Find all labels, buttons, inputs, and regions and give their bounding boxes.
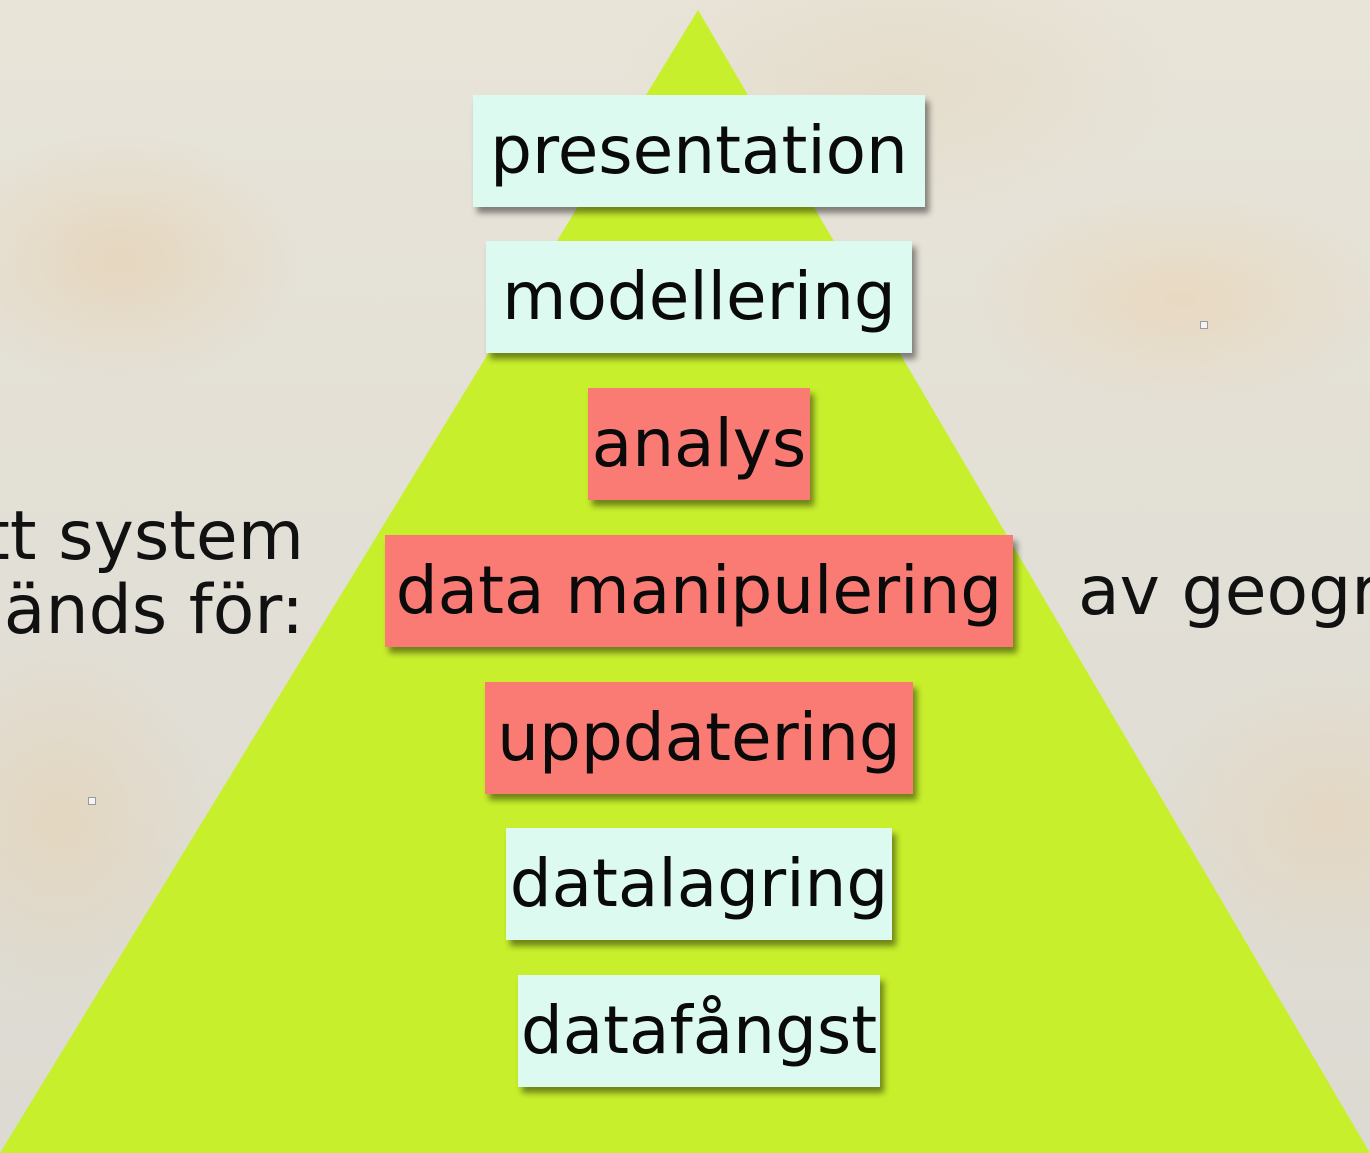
- selection-handle[interactable]: [1200, 321, 1208, 329]
- left-side-text: tt system änds för:: [0, 500, 304, 648]
- left-text-line-2: änds för:: [3, 571, 304, 650]
- level-presentation: presentation: [473, 95, 925, 207]
- right-side-text: av geogra: [1078, 555, 1370, 629]
- level-datafangst: datafångst: [518, 975, 880, 1087]
- level-analys: analys: [588, 388, 810, 500]
- level-uppdatering: uppdatering: [485, 682, 913, 794]
- level-datalagring: datalagring: [506, 828, 892, 940]
- selection-handle[interactable]: [88, 797, 96, 805]
- level-data-manipulering: data manipulering: [385, 535, 1013, 647]
- level-modellering: modellering: [486, 241, 912, 353]
- right-text-line-1: av geogra: [1078, 552, 1370, 631]
- left-text-line-1: tt system: [0, 497, 304, 576]
